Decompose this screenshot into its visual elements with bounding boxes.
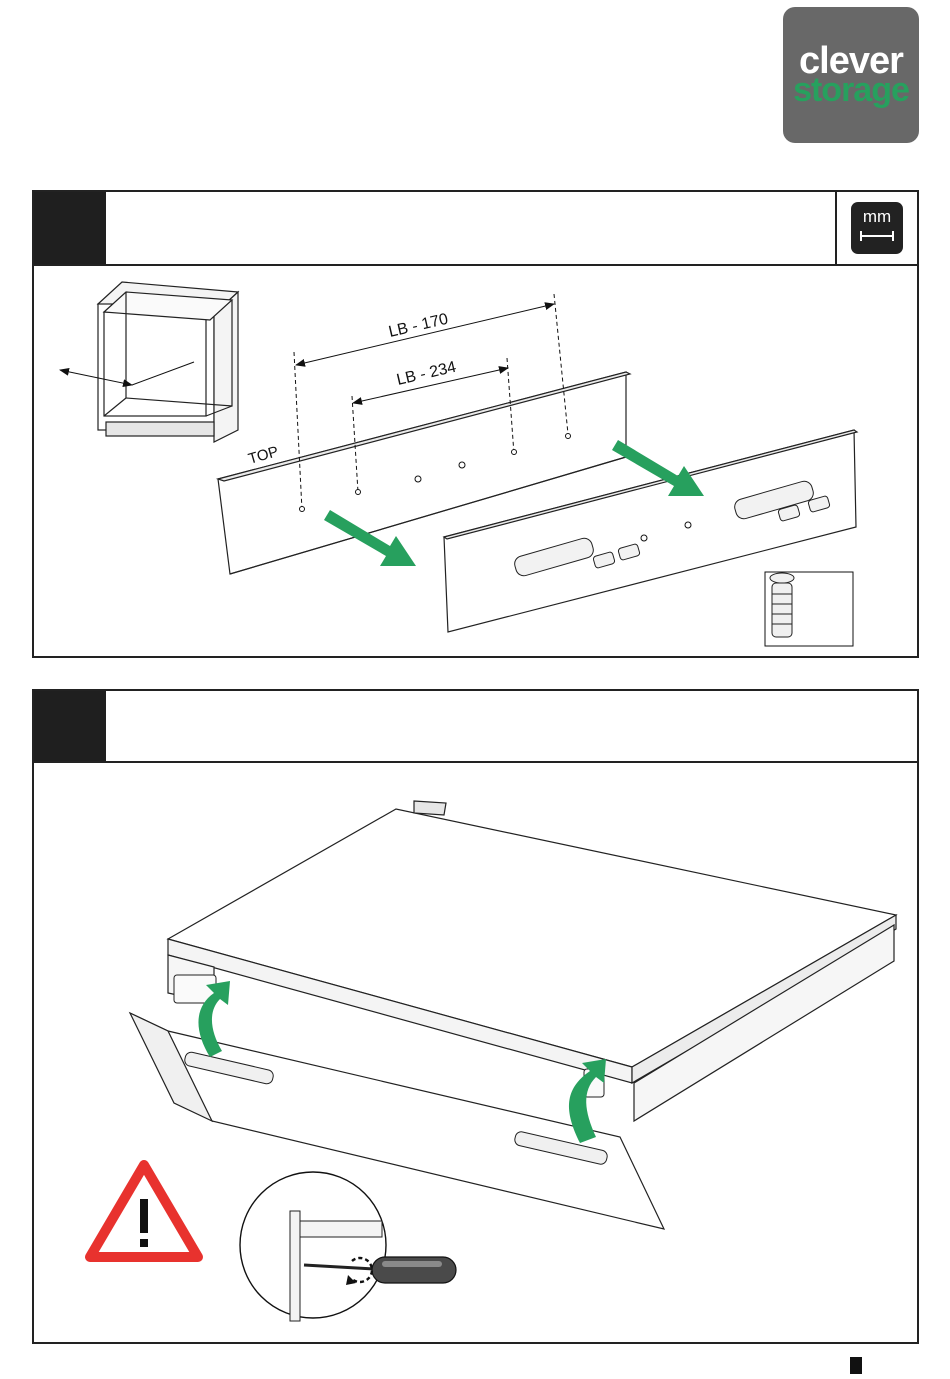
step-1-illustration: TOP LB - 170 LB - 234: [34, 192, 917, 656]
clever-storage-logo: clever storage: [783, 7, 919, 143]
logo-word-storage: storage: [793, 76, 909, 104]
warning-triangle-icon: [90, 1165, 198, 1257]
screw-detail-box: [765, 572, 853, 646]
dimension-inner-label: LB - 234: [395, 359, 458, 389]
cabinet-top-panel: [168, 801, 896, 1083]
step-1-panel: mm: [32, 190, 919, 658]
dimension-line-outer: [296, 304, 554, 365]
cabinet-thumbnail: [60, 282, 238, 442]
step-2-illustration: [34, 691, 917, 1342]
step-2-panel: [32, 689, 919, 1344]
screwdriver-detail-circle: [240, 1172, 456, 1321]
page-number-marker: [850, 1357, 862, 1374]
